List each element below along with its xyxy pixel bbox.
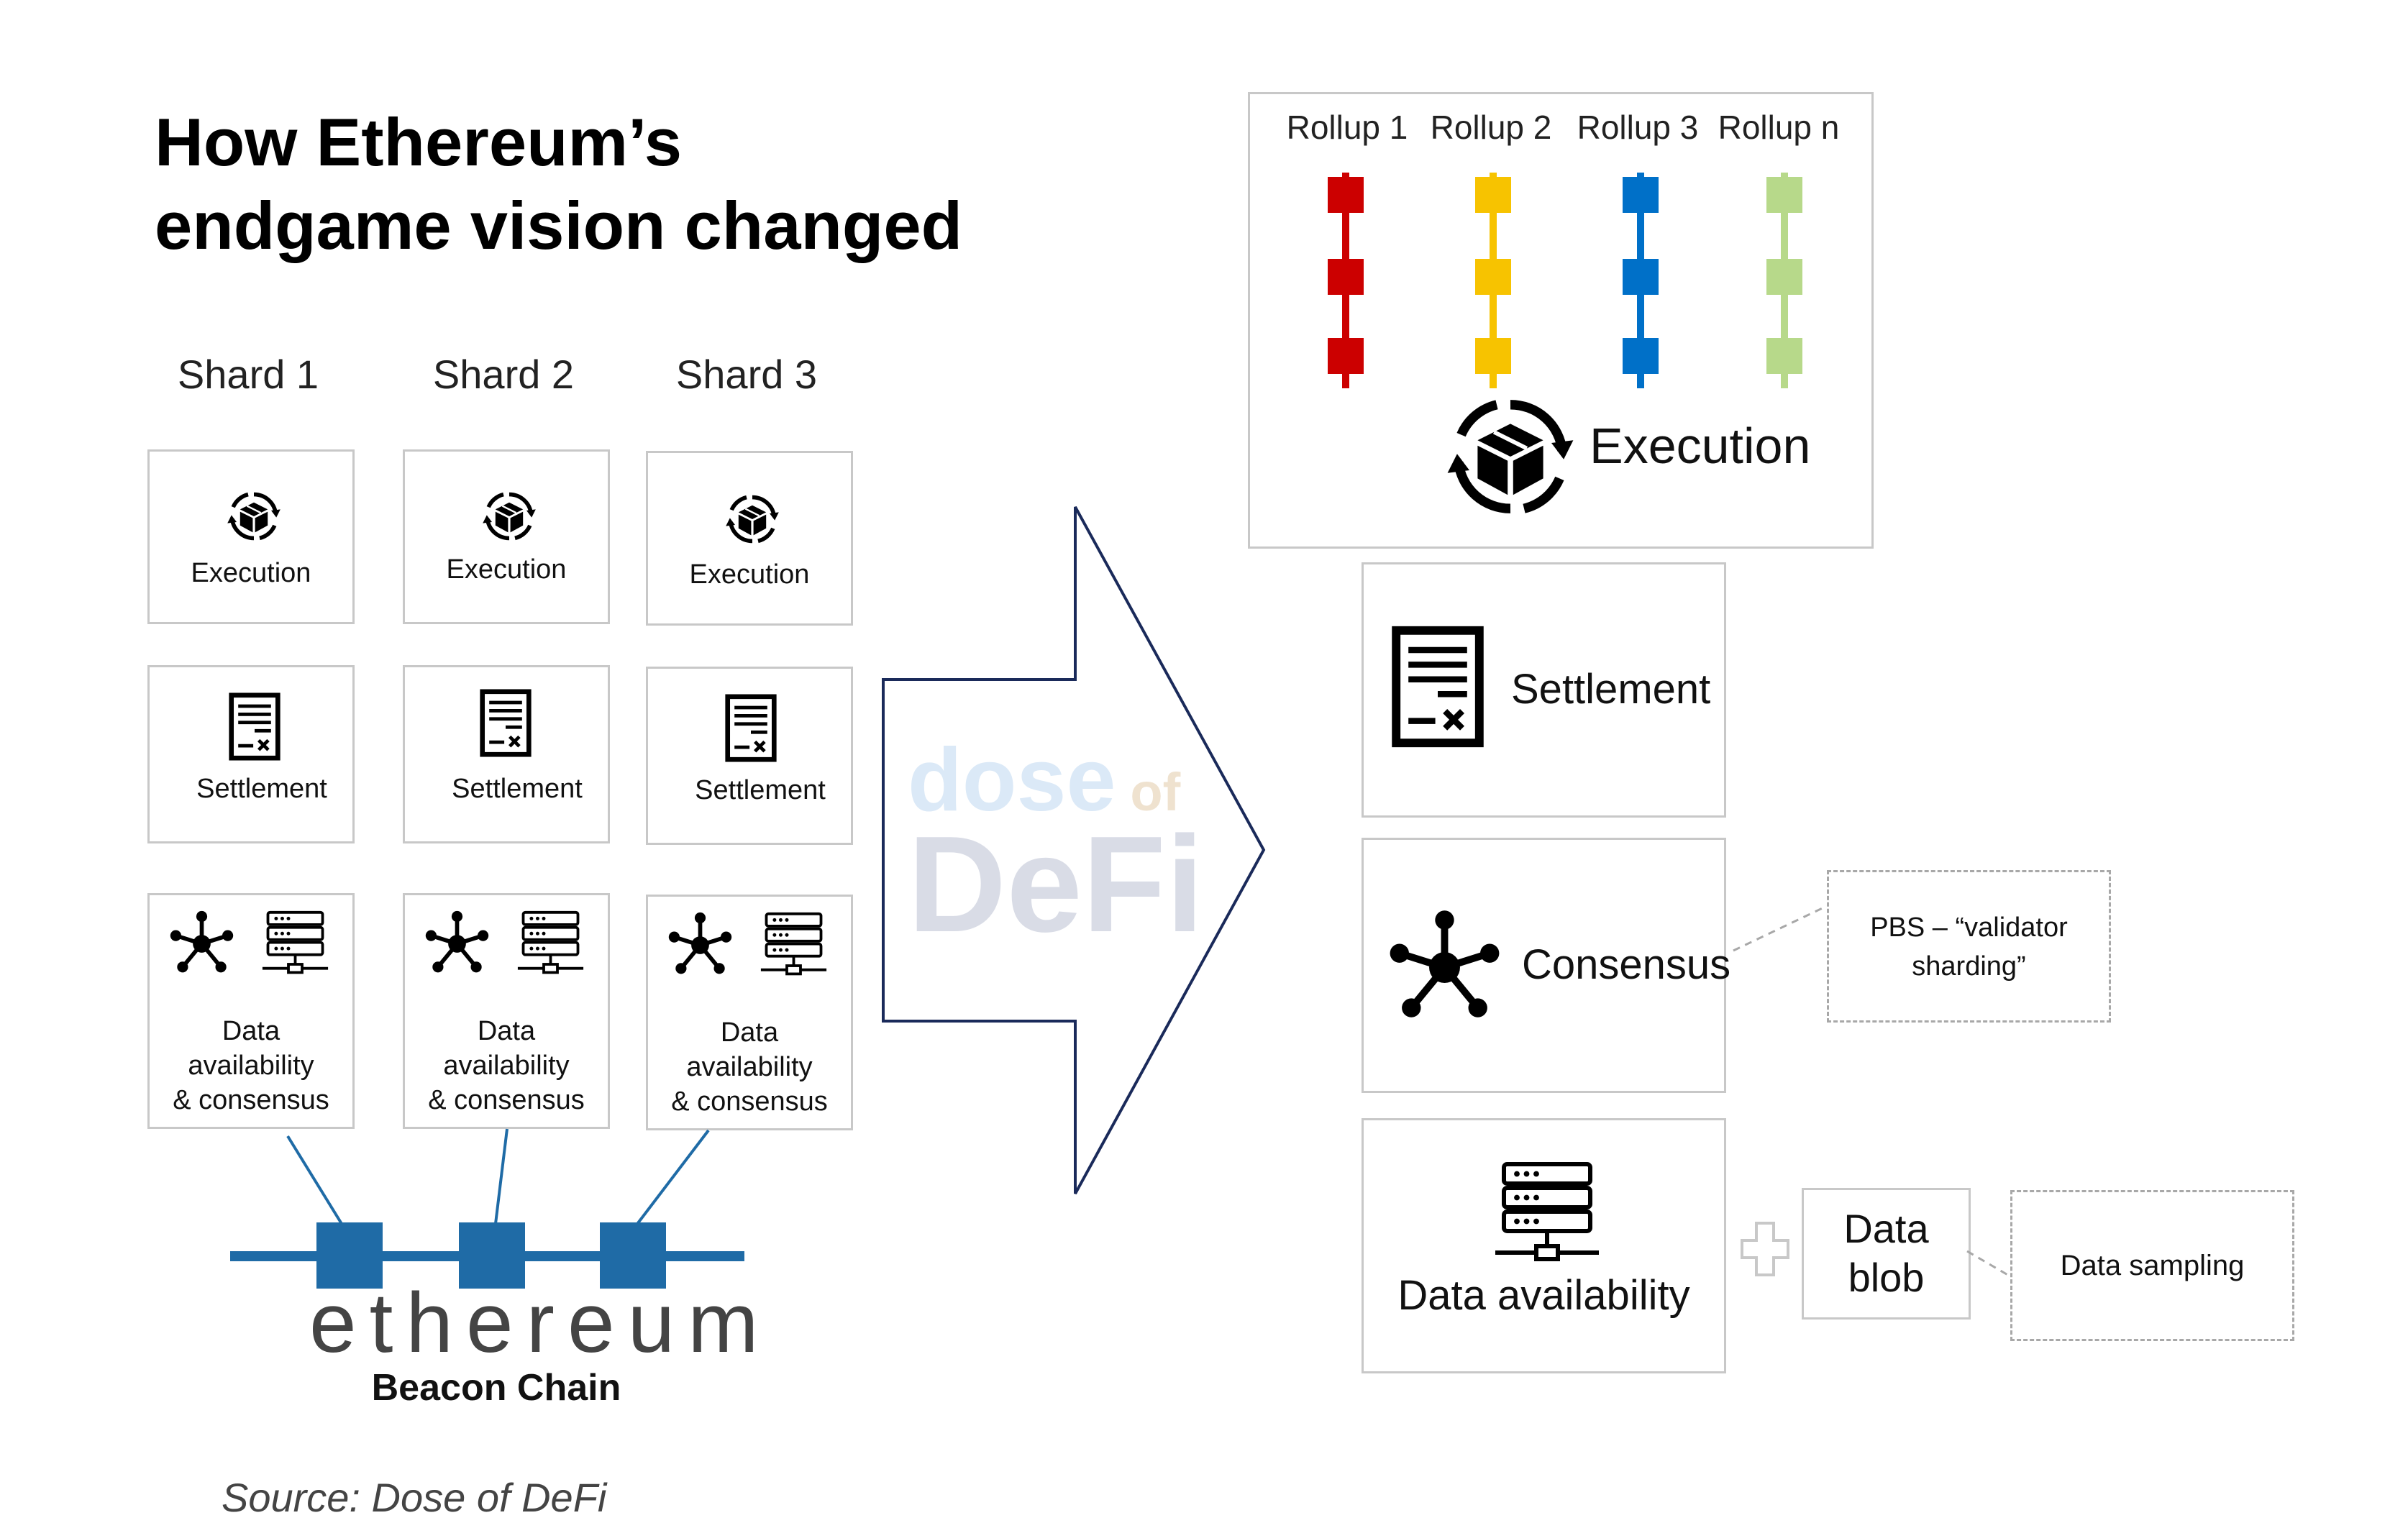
shard-label-1: Shard 1 [177, 352, 319, 397]
shard-2-da-box: Data availability & consensus [403, 893, 610, 1129]
server-icon [1493, 1160, 1601, 1268]
watermark-small: of [1130, 762, 1181, 822]
title-line-2: endgame vision changed [155, 188, 963, 263]
settlement-label: Settlement [452, 774, 583, 804]
shard-2-execution-box: Execution [403, 449, 610, 624]
rollup-label-1: Rollup 1 [1286, 109, 1408, 146]
rollup-chain-n [1766, 173, 1802, 388]
right-arrow-shape [882, 506, 1266, 1194]
da-label-line-2: availability [188, 1051, 314, 1081]
execution-label: Execution [689, 559, 810, 590]
pbs-note-text: PBS – “validator sharding” [1870, 913, 2068, 982]
shard-label-2: Shard 2 [432, 352, 575, 397]
rollup-label-2: Rollup 2 [1430, 109, 1552, 146]
beacon-block-2 [459, 1222, 525, 1289]
da-label-line-1: Data [720, 1017, 779, 1048]
data-availability-box: Data availability [1362, 1118, 1726, 1373]
da-label-line-3: & consensus [173, 1085, 329, 1115]
pbs-note-box: PBS – “validator sharding” [1827, 870, 2111, 1023]
shard-3-settlement-box: Settlement [646, 667, 853, 845]
shard-1-settlement-box: Settlement [147, 665, 355, 843]
data-sampling-label: Data sampling [2060, 1250, 2245, 1281]
shard-label-3: Shard 3 [675, 352, 818, 397]
shard-1-da-box: Data availability & consensus [147, 893, 355, 1129]
network-hub-icon [1385, 908, 1504, 1027]
da-label-line-2: availability [686, 1052, 813, 1082]
connector-shard-2 [493, 1128, 508, 1230]
consensus-box: Consensus [1362, 838, 1730, 1093]
execution-label: Execution [446, 554, 567, 585]
settlement-label: Settlement [1511, 666, 1711, 713]
ethereum-logo: ethereum [309, 1276, 772, 1371]
shard-1-execution-box: Execution [147, 449, 355, 624]
rollup-chain-1 [1328, 173, 1364, 388]
title-line-1: How Ethereum’s [155, 104, 682, 180]
page-title: How Ethereum’s endgame vision changed [155, 101, 962, 267]
data-availability-label: Data availability [1397, 1272, 1690, 1319]
rollup-chain-2 [1475, 173, 1511, 388]
pbs-connector [1733, 905, 1828, 952]
connector-shard-3 [631, 1129, 710, 1231]
settlement-box: Settlement [1362, 562, 1726, 818]
data-sampling-connector [1966, 1250, 2011, 1278]
source-caption: Source: Dose of DeFi [222, 1475, 607, 1520]
da-label-line-3: & consensus [671, 1087, 828, 1117]
data-blob-label: Data blob [1843, 1206, 1929, 1300]
beacon-block-3 [600, 1222, 666, 1289]
beacon-chain-label: Beacon Chain [371, 1367, 621, 1409]
connector-shard-1 [286, 1135, 347, 1231]
watermark-line-2: DeFi [908, 808, 1204, 961]
shard-3-execution-box: Execution [646, 451, 853, 626]
da-label-line-1: Data [477, 1016, 536, 1046]
data-sampling-box: Data sampling [2010, 1190, 2294, 1341]
execution-icon [1442, 388, 1579, 525]
rollup-execution-box [1248, 92, 1874, 549]
da-label-line-1: Data [222, 1016, 281, 1046]
rollup-label-3: Rollup 3 [1577, 109, 1699, 146]
settlement-label: Settlement [196, 774, 327, 804]
beacon-chain-graphic [230, 1128, 744, 1289]
shard-3-da-box: Data availability & consensus [646, 895, 853, 1130]
consensus-label: Consensus [1522, 941, 1731, 988]
execution-label: Execution [1590, 418, 1811, 474]
settlement-label: Settlement [695, 775, 826, 805]
da-label-line-2: availability [443, 1051, 570, 1081]
da-label-line-3: & consensus [428, 1085, 585, 1115]
document-icon [1389, 626, 1487, 748]
data-blob-box: Data blob [1802, 1188, 1971, 1320]
rollup-chains [1328, 173, 1802, 388]
plus-icon [1741, 1222, 1789, 1276]
beacon-block-1 [316, 1222, 383, 1289]
rollup-label-n: Rollup n [1718, 109, 1840, 146]
rollup-chain-3 [1623, 173, 1659, 388]
shard-2-settlement-box: Settlement [403, 665, 610, 843]
execution-label: Execution [191, 558, 311, 588]
